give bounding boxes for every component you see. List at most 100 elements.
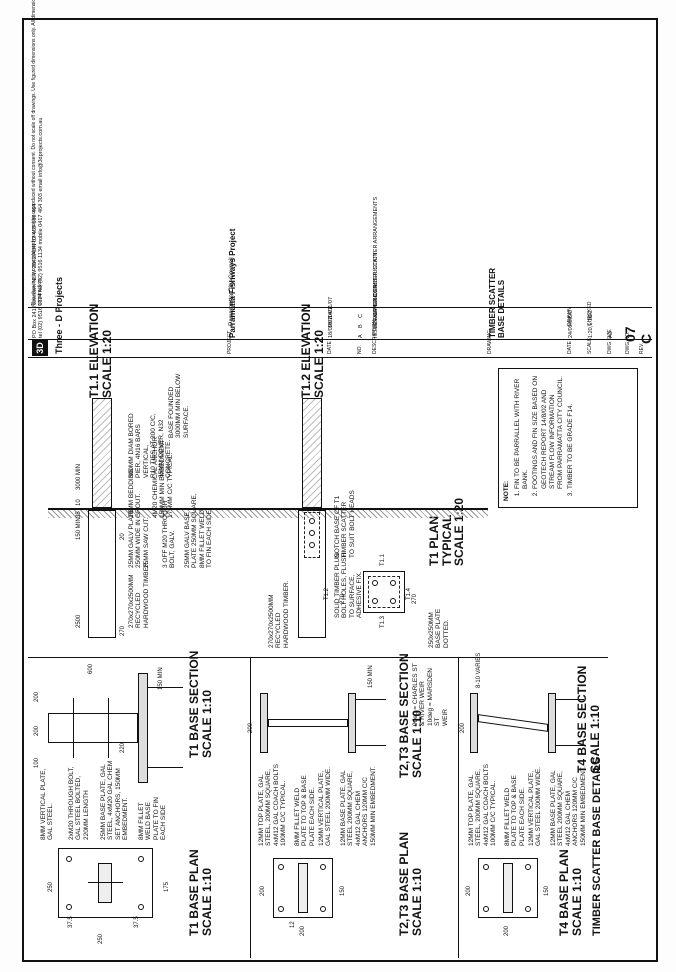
through-bolt: [73, 698, 74, 758]
rev-desc: AMMEND TIMBER SCATTER ARRANGEMENTS: [373, 196, 379, 318]
company-logo: 3D: [32, 340, 48, 356]
dim-150: 150: [340, 885, 346, 896]
checked-value: CC: [588, 310, 594, 318]
anchor-bolt: [525, 864, 531, 870]
panel-divider: [250, 658, 251, 958]
dim-150-min: 150 MIN: [76, 517, 82, 540]
t23-top-plate: [260, 693, 268, 753]
dim-200: 200: [504, 925, 510, 936]
anchor-rod: [356, 745, 386, 746]
dim-37: 37.5: [68, 916, 74, 928]
title-block-border: [28, 357, 652, 358]
title-block-line: [28, 339, 652, 340]
rev-date-header: DATE: [327, 341, 333, 354]
t23-vertical-plate: [268, 719, 348, 727]
dim-200: 200: [248, 722, 254, 733]
dim-175: 175: [164, 881, 170, 892]
dim-12: 12: [290, 921, 296, 928]
dim-20: 20: [120, 533, 126, 540]
label-t14: T1.4: [406, 587, 412, 600]
t23-note: 12MM VERTICAL PLATE, GAL STEEL 200MM WID…: [318, 767, 333, 846]
t4-varies-dim: 8-10 VARIES: [476, 652, 482, 688]
rev-date: 14/11/07: [328, 296, 334, 318]
dim-200: 200: [34, 691, 40, 702]
t4-note: 8MM FILLET WELD PLATE TO TOP & BASE PLAT…: [504, 775, 526, 846]
panel-divider: [458, 658, 459, 958]
through-bolt-head: [309, 518, 315, 524]
sheet-left-title: TIMBER SCATTER BASE DETAILS: [591, 756, 603, 936]
dim-270: 270: [412, 593, 418, 604]
label-t13: T1.3: [380, 615, 386, 628]
rev-no-header: NO.: [357, 345, 363, 354]
elev-note-notch: NOTCH BASE OF T1 TIMBER SCATTER TO SUIT …: [334, 490, 356, 558]
anchor-bolt: [278, 906, 284, 912]
note-item: FOOTINGS AND FIN SIZE BASED ON GEOTECH R…: [532, 375, 565, 489]
date-header: DATE: [567, 341, 573, 354]
rev-no: C: [358, 314, 364, 318]
dim-150-min: 150 MIN: [368, 665, 374, 688]
anchor-bolt: [483, 906, 489, 912]
anchor-bolt: [390, 580, 396, 586]
label-t11: T1.1: [380, 553, 386, 566]
anchor-rod: [148, 767, 183, 768]
dim-2500: 2500: [76, 614, 82, 628]
dim-37: 37.5: [134, 916, 140, 928]
dim-250: 250: [98, 933, 104, 944]
t4-bottom-plate: [548, 693, 556, 753]
t23-note: 12MM BASE PLATE, GAL STEEL 200MM SQUARE,…: [340, 766, 377, 846]
client-name: Parramatta City Council: [228, 257, 235, 326]
rev-header: REV.: [639, 342, 645, 354]
through-bolt-head: [309, 530, 315, 536]
through-bolt-head: [309, 542, 315, 548]
anchor-bolt: [278, 864, 284, 870]
notes-list: FIN TO BE PARRALLEL WITH RIVER BANK. FOO…: [514, 375, 575, 501]
anchor-rod: [148, 687, 183, 688]
t11-pier-concrete: [93, 399, 111, 507]
anchor-bolt: [483, 864, 489, 870]
t23-note: 8MM FILLET WELD PLATE TO TOP & BASE PLAT…: [294, 775, 316, 846]
dim-200: 200: [460, 722, 466, 733]
title-block-line: [28, 307, 652, 308]
dim-150-min: 150 MIN: [158, 667, 164, 690]
copyright-note: This drawing is copyright and may not be…: [31, 0, 43, 306]
note-item: TIMBER TO BE GRADE F14.: [567, 375, 575, 489]
anchor-bolt: [372, 580, 378, 586]
panel-divider: [28, 657, 608, 658]
company-name: Three - D Projects: [54, 276, 64, 354]
dim-250: 250: [48, 881, 54, 892]
notes-box: NOTE: FIN TO BE PARRALLEL WITH RIVER BAN…: [498, 368, 638, 508]
anchor-bolt: [372, 598, 378, 604]
anchor-bolt: [320, 906, 326, 912]
anchor-bolt: [138, 904, 144, 910]
dim-10: 10: [76, 499, 82, 506]
t4-top-plate: [470, 693, 478, 753]
t1-plan-plate-note: 250x250MM BASE PLATE DOTTED.: [428, 608, 450, 648]
anchor-rod: [356, 699, 386, 700]
t23-vertical-plate-plan: [298, 863, 308, 913]
note-item: FIN TO BE PARRALLEL WITH RIVER BANK.: [514, 375, 530, 489]
dwg-no-value: 07: [622, 326, 638, 342]
anchor-bolt: [66, 904, 72, 910]
t1-section-note: 25MM BASE PLATE, GAL STEEL, 4xM20 GAL CH…: [100, 760, 130, 840]
notes-heading: NOTE:: [503, 480, 510, 501]
scale-header: SCALE: [587, 337, 593, 354]
dim-200: 200: [260, 885, 266, 896]
anchor-bolt: [66, 856, 72, 862]
t1-section-note: 8MM VERTICAL PLATE, GAL STEEL.: [40, 768, 55, 840]
drawn-value: CC: [568, 310, 574, 318]
t1-bolt-centerline: [88, 882, 123, 883]
t1-plan-timber-note: 270x270x2500MM RECYCLED HARDWOOD TIMBER.: [268, 580, 290, 648]
t1-section-note: 8MM FILLET WELD BASE PLATE TO FIN EACH S…: [138, 797, 168, 840]
t4-vertical-plate-plan: [503, 863, 513, 913]
dim-600: 600: [88, 663, 94, 674]
dim-200: 200: [34, 725, 40, 736]
through-bolt: [108, 698, 109, 758]
